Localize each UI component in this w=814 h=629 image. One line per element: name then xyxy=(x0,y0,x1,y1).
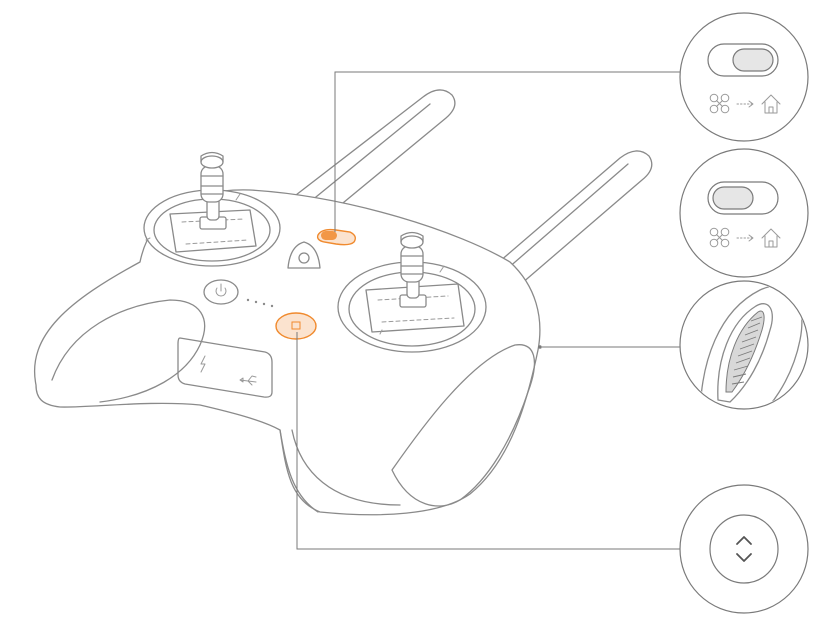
drone-icon xyxy=(709,227,730,248)
callout-return-home-button xyxy=(679,484,809,614)
drone-icon xyxy=(709,93,730,114)
side-dial-marker xyxy=(538,345,542,349)
home-icon xyxy=(761,94,781,114)
dotted-arrow-icon xyxy=(736,234,754,242)
usb-icon xyxy=(239,375,257,386)
leader-line-mode-switch xyxy=(334,71,683,232)
phone-mount xyxy=(287,241,321,269)
antenna-right xyxy=(477,150,653,291)
power-icon xyxy=(215,283,227,297)
mode-switch-highlight[interactable] xyxy=(316,228,357,246)
right-joystick xyxy=(399,231,427,308)
toggle-switch xyxy=(707,181,779,215)
toggle-switch xyxy=(707,43,779,77)
leader-line-return-home xyxy=(296,332,683,550)
dial-ridges xyxy=(731,316,763,385)
return-home-button-highlight[interactable] xyxy=(275,312,317,340)
battery-indicator-dots xyxy=(246,298,274,308)
callout-side-dial xyxy=(679,280,809,410)
left-joystick xyxy=(199,151,227,230)
home-icon xyxy=(761,228,781,248)
antenna-left xyxy=(282,89,456,213)
callout-mode-switch-left xyxy=(679,148,809,278)
controller-body xyxy=(34,189,541,516)
lightning-icon xyxy=(200,355,206,373)
up-down-chevron-icon xyxy=(736,536,752,562)
callout-mode-switch-right xyxy=(679,12,809,142)
dotted-arrow-icon xyxy=(736,100,754,108)
power-button[interactable] xyxy=(203,279,239,305)
